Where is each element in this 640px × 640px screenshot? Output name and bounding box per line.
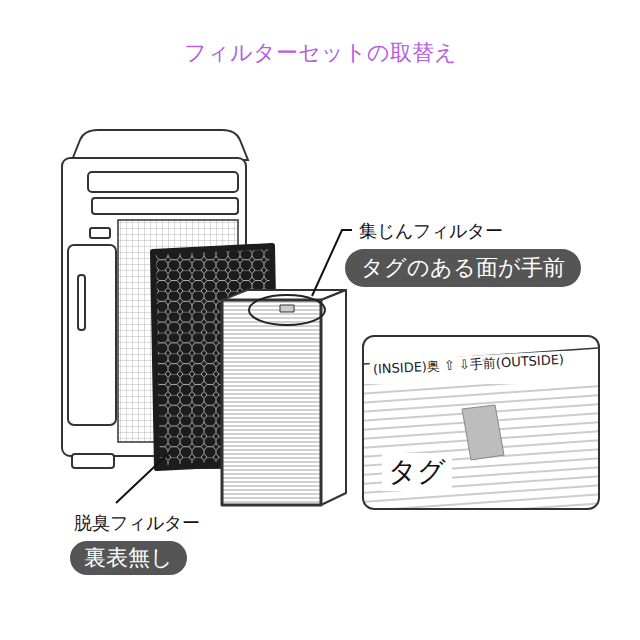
illustration-polygon: [321, 290, 346, 505]
illustration-rect: [280, 305, 294, 312]
illustration-rect: [72, 454, 114, 468]
illustration-rect: [88, 172, 238, 192]
illustration-rect: [364, 384, 598, 508]
illustration-path: [116, 452, 170, 503]
direction-label: (INSIDE)奥 ⇧ ⇩手前(OUTSIDE): [370, 351, 568, 379]
illustration-rect: [68, 245, 116, 425]
part-name: 集じんフィルター: [345, 219, 581, 243]
illustration-rect: [92, 198, 238, 214]
instruction-pill: 裏表無し: [70, 541, 187, 575]
filter-callout: 集じんフィルタータグのある面が手前: [345, 219, 581, 287]
filter-callout: 脱臭フィルター裏表無し: [70, 511, 200, 575]
tag-label: タグ: [382, 453, 452, 491]
illustration-rect: [222, 300, 321, 505]
inset-detail: [364, 348, 598, 508]
illustration-rect: [90, 228, 110, 238]
detail-inset: (INSIDE)奥 ⇧ ⇩手前(OUTSIDE) タグ: [362, 335, 600, 510]
illustration-polygon: [462, 405, 504, 460]
illustration-rect: [78, 275, 85, 330]
instruction-pill: タグのある面が手前: [345, 249, 581, 287]
dust-filter: [222, 290, 346, 505]
part-name: 脱臭フィルター: [70, 511, 200, 535]
illustration-path: [72, 130, 248, 160]
title: フィルターセットの取替え: [0, 38, 640, 68]
illustration-ellipse: [249, 295, 325, 325]
illustration-rect: [222, 300, 321, 505]
